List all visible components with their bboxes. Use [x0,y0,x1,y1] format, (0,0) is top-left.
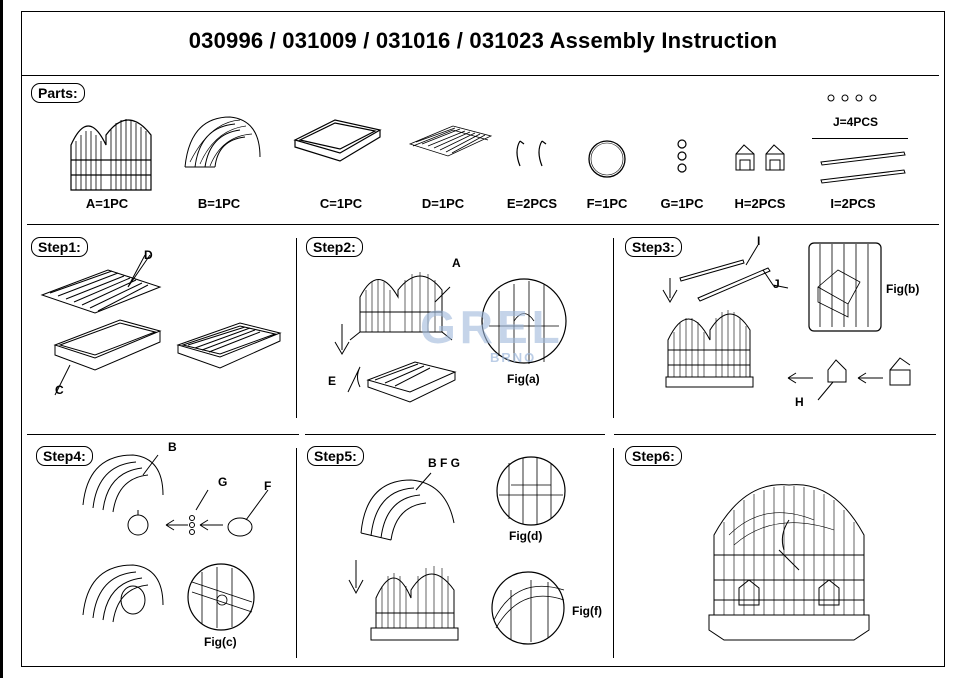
callout-a: A [452,256,461,270]
callout-g: G [218,475,228,489]
fig-c-label: Fig(c) [204,635,237,649]
part-caption: D=1PC [421,196,465,211]
part-e-clips-drawing [516,140,547,167]
row-divider [305,434,605,435]
left-edge-bar [0,0,3,678]
fig-b-label: Fig(b) [886,282,920,296]
part-j-screws-drawing [827,94,877,102]
watermark-logo: GREL [420,301,564,353]
fig-a-label: Fig(a) [507,372,540,386]
fig-f-detail-circle [491,571,565,645]
row-divider [614,434,936,435]
part-caption: G=1PC [660,196,704,211]
part-i-perches-drawing [820,151,906,184]
fig-a-detail-circle [481,278,567,364]
part-j-caption: J=4PCS [833,115,879,129]
col-divider [613,238,614,418]
step2-label: Step2: [306,237,363,257]
fig-b-detail-box [808,242,882,332]
step3-label: Step3: [625,237,682,257]
fig-c-detail-circle [187,563,255,631]
fig-d-label: Fig(d) [509,529,543,543]
col-divider [296,448,297,658]
part-caption: I=2PCS [830,196,876,211]
step5-label: Step5: [307,446,364,466]
step6-label: Step6: [625,446,682,466]
callout-h: H [795,395,804,409]
part-d-grid-drawing [408,125,493,157]
title-divider [21,75,939,76]
fig-f-label: Fig(f) [572,604,602,618]
part-caption: H=2PCS [734,196,786,211]
row-divider [27,434,299,435]
callout-d: D [144,248,153,262]
step3-drawing [662,244,911,401]
part-c-tray-drawing [293,119,382,162]
col-divider [296,238,297,418]
part-h-feeders-drawing [735,144,785,171]
part-caption: A=1PC [85,196,129,211]
part-f-ring-drawing [588,140,626,178]
callout-j: J [773,277,780,291]
parts-label: Parts: [31,83,85,103]
col-divider [613,448,614,658]
step1-label: Step1: [31,237,88,257]
step4-label: Step4: [36,446,93,466]
instruction-sheet [21,11,945,667]
parts-divider [27,224,939,225]
step4-drawing [82,454,269,623]
step1-drawing [40,254,282,396]
callout-c: C [55,383,64,397]
part-a-cage-drawing [70,119,152,191]
part-caption: B=1PC [197,196,241,211]
part-caption: E=2PCS [506,196,558,211]
part-caption: C=1PC [319,196,363,211]
callout-e: E [328,374,337,388]
step5-drawing [348,472,459,641]
callout-f: F [264,479,272,493]
watermark-sub: BRNO [490,350,537,365]
part-caption: F=1PC [586,196,628,211]
step6-assembled-cage [708,484,870,641]
callout-b: B [168,440,177,454]
step2-drawing [334,272,457,403]
part-g-hook-drawing [677,139,687,173]
fig-d-detail-circle [496,456,566,526]
callout-i: I [757,234,761,248]
page-title: 030996 / 031009 / 031016 / 031023 Assemb… [188,28,778,53]
j-i-divider [812,138,908,139]
part-b-roof-drawing [184,116,261,168]
callout-bfg: B F G [428,456,460,470]
